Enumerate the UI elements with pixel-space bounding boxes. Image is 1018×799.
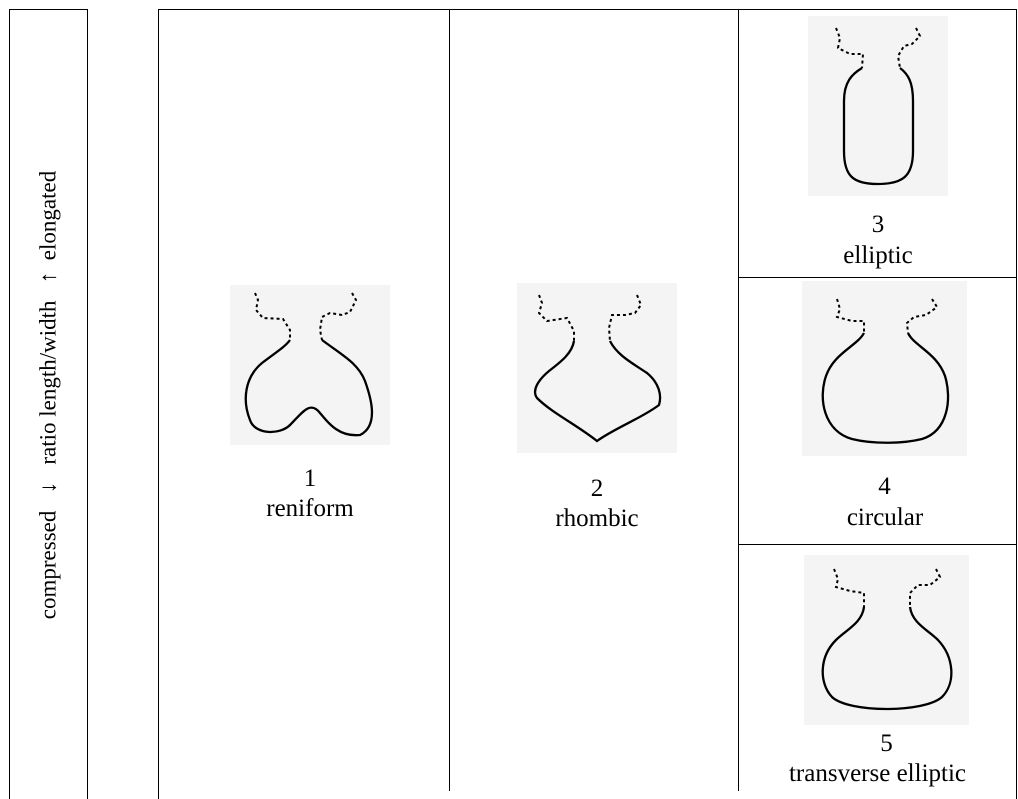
circular-shape [821, 298, 950, 444]
transverse-elliptic-shape-image [804, 555, 969, 725]
column-divider [738, 9, 739, 791]
shape-5-name: transverse elliptic [788, 760, 966, 787]
circular-shape-image [802, 281, 967, 456]
axis-column [9, 9, 88, 799]
arrow-up-icon: ↑ [35, 271, 61, 284]
transverse-elliptic-shape [821, 568, 953, 711]
shape-5-number: 5 [880, 730, 893, 757]
rhombic-shape-image [517, 283, 677, 453]
column-divider [449, 9, 450, 791]
elliptic-shape-image [808, 16, 948, 196]
reniform-shape-image [230, 285, 390, 445]
shape-4-name: circular [846, 504, 924, 531]
elliptic-shape [835, 27, 922, 186]
rhombic-shape [533, 294, 662, 443]
row-divider [738, 544, 1017, 545]
shape-2-name: rhombic [555, 505, 639, 532]
axis-label: compressed ↓ ratio length/width ↑ elonga… [35, 170, 61, 620]
axis-right-label: elongated [35, 170, 61, 261]
shape-3-number: 3 [871, 211, 885, 238]
shape-1-name: reniform [266, 495, 354, 522]
shape-1-number: 1 [303, 465, 317, 492]
arrow-down-icon: ↓ [35, 481, 61, 494]
shape-3-name: elliptic [843, 242, 913, 269]
axis-middle-label: ratio length/width [35, 300, 61, 465]
shape-4-number: 4 [878, 473, 891, 500]
axis-left-label: compressed [35, 510, 61, 620]
shape-table [158, 9, 1017, 799]
shape-2-number: 2 [590, 475, 604, 502]
reniform-shape [244, 292, 374, 437]
row-divider [738, 277, 1017, 278]
